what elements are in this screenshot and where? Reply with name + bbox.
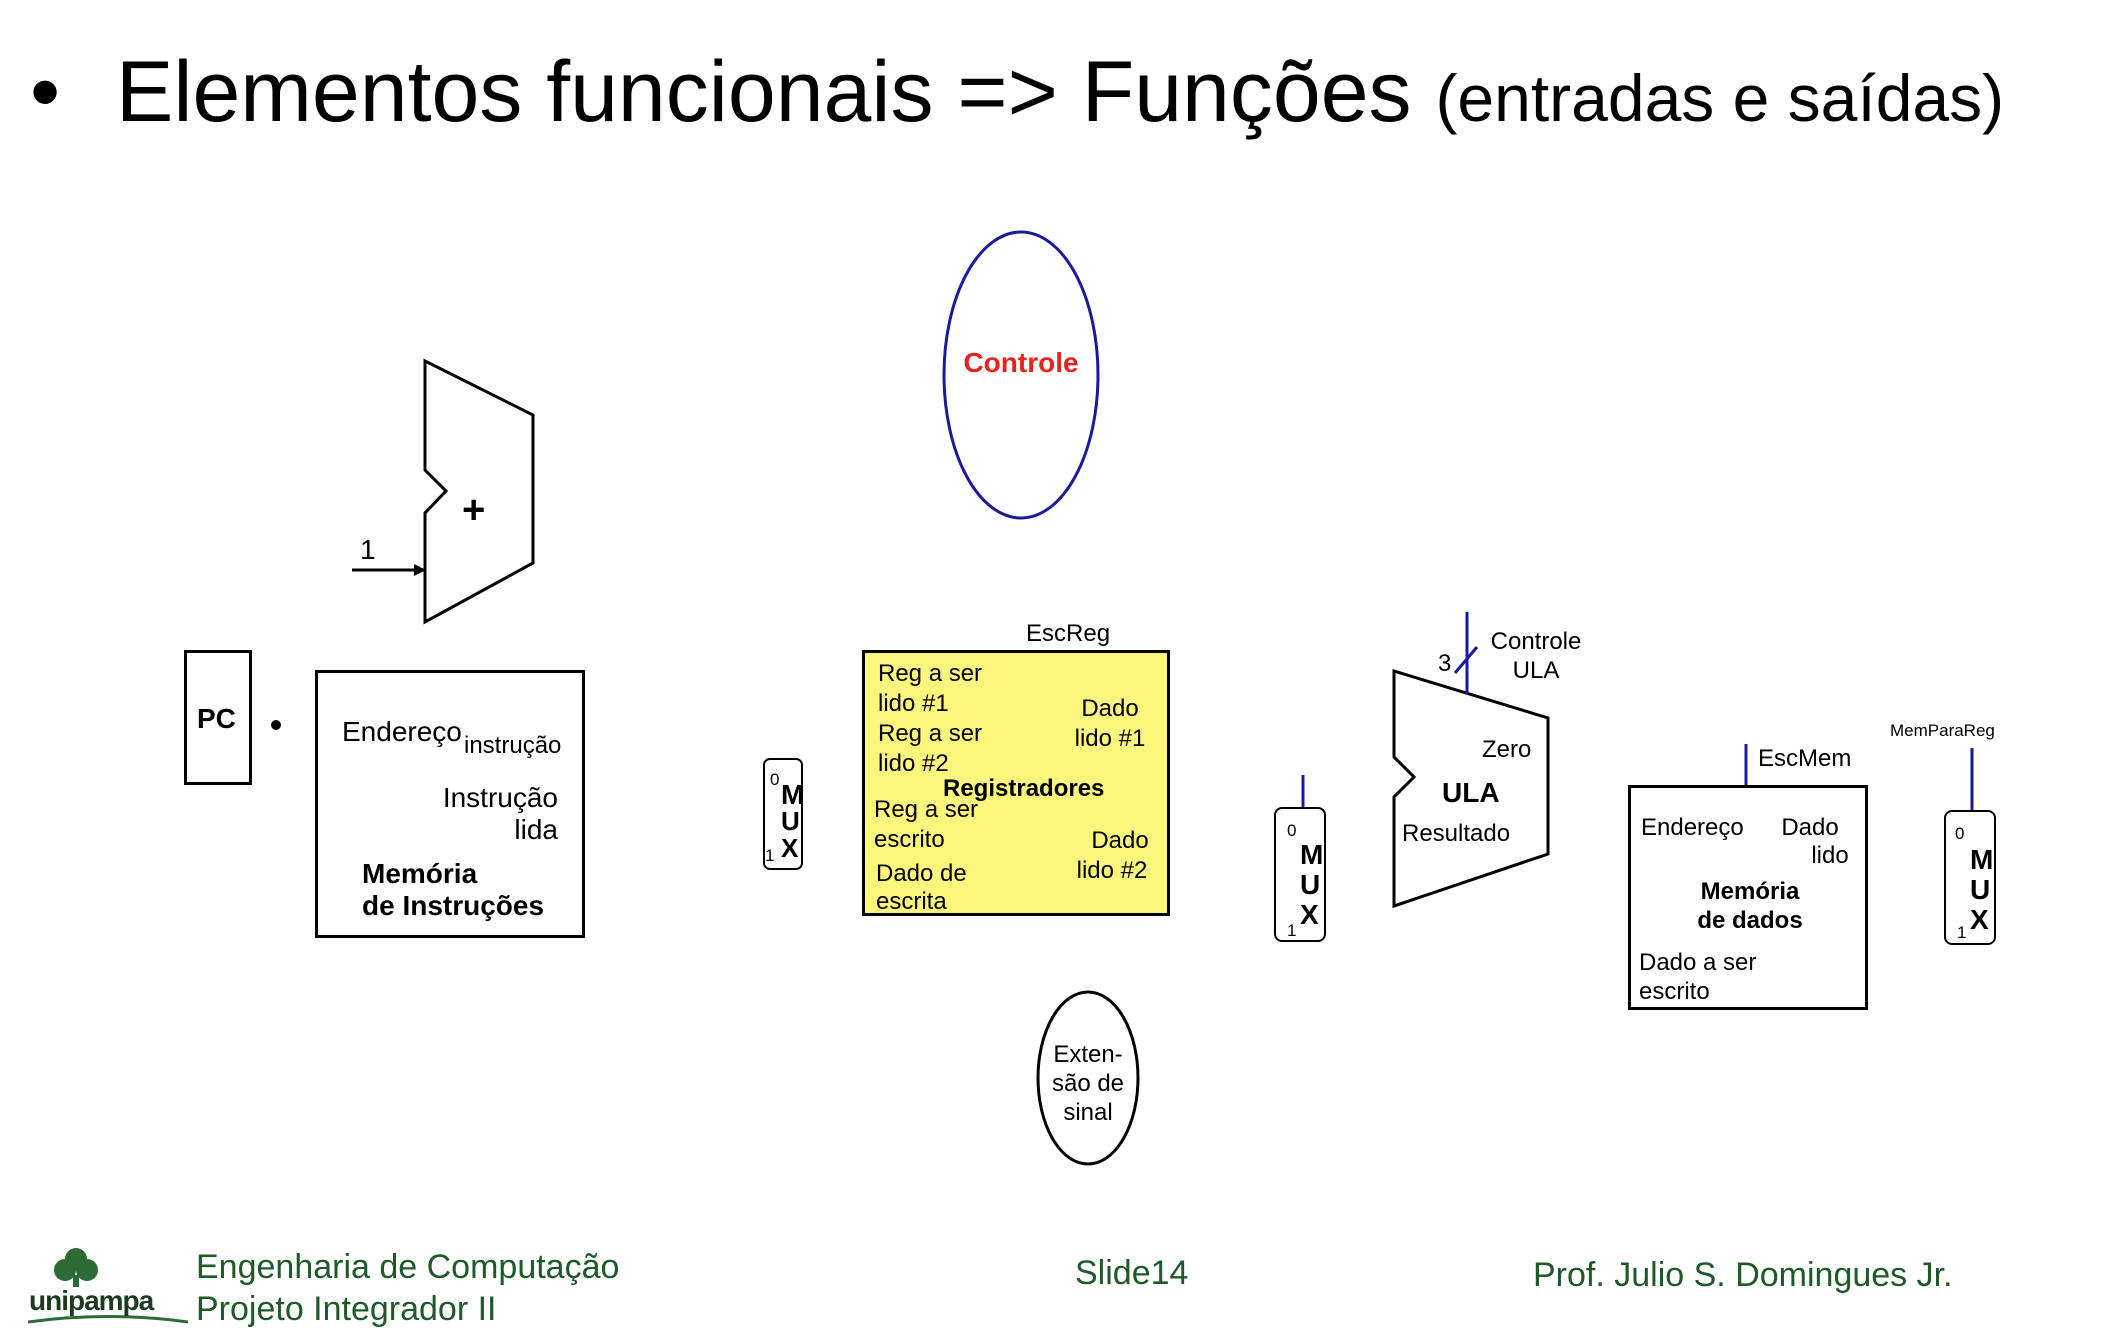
dm-write-data-1: Dado a ser bbox=[1639, 949, 1757, 976]
reg-read2-1: Reg a ser bbox=[878, 720, 983, 747]
footer-course: Engenharia de Computação bbox=[196, 1248, 620, 1286]
im-title-2: de Instruções bbox=[362, 890, 545, 921]
escmem-label: EscMem bbox=[1758, 745, 1852, 772]
control-ellipse bbox=[942, 230, 1100, 520]
mux-3-x: X bbox=[1970, 904, 1989, 935]
pc-register bbox=[184, 650, 252, 785]
mux-2-one: 1 bbox=[1287, 921, 1297, 940]
im-read-instruction-2: lida bbox=[514, 814, 558, 845]
dm-title-1: Memória bbox=[1700, 878, 1800, 905]
control-label: Controle bbox=[963, 347, 1079, 378]
memparareg-label: MemParaReg bbox=[1890, 721, 1995, 740]
reg-write-data-1: Dado de bbox=[876, 860, 967, 887]
reg-write-2: escrito bbox=[874, 826, 945, 853]
mux-1 bbox=[763, 758, 803, 870]
footer-slide: Slide14 bbox=[1075, 1254, 1189, 1292]
slide-title: • Elementos funcionais => Funções (entrad… bbox=[30, 42, 2004, 148]
alu-control-slash bbox=[1453, 646, 1479, 674]
registers-title: Registradores bbox=[943, 775, 1105, 802]
mux-3-u: U bbox=[1970, 874, 1991, 905]
sign-extend-1: Exten- bbox=[1053, 1041, 1123, 1068]
data-memory-box bbox=[1628, 785, 1868, 1010]
dm-read-data-2: lido bbox=[1811, 842, 1849, 869]
mux-1-u: U bbox=[781, 806, 800, 836]
alu-title: ULA bbox=[1442, 777, 1500, 808]
mux-3-one: 1 bbox=[1957, 923, 1967, 942]
mux-1-zero: 0 bbox=[770, 770, 780, 789]
reg-read-data2-1: Dado bbox=[1091, 827, 1149, 854]
sign-extend-2: são de bbox=[1051, 1070, 1125, 1097]
reg-write-1: Reg a ser bbox=[874, 796, 979, 823]
mux-2-u: U bbox=[1300, 869, 1321, 900]
pc-label: PC bbox=[197, 703, 236, 734]
adder-constant: 1 bbox=[360, 534, 376, 565]
reg-read-data2-2: lido #2 bbox=[1076, 857, 1148, 884]
alu-shape bbox=[1392, 668, 1550, 909]
im-title-1: Memória bbox=[362, 858, 478, 889]
alu-control-1: Controle bbox=[1490, 628, 1582, 655]
footer-discipline: Projeto Integrador II bbox=[196, 1290, 497, 1328]
footer-professor: Prof. Julio S. Domingues Jr. bbox=[1533, 1256, 1953, 1294]
im-instruction-label: instrução bbox=[464, 732, 562, 759]
sign-extend-3: sinal bbox=[1063, 1099, 1113, 1126]
adder-symbol: + bbox=[462, 488, 486, 532]
mux-1-one: 1 bbox=[765, 846, 775, 865]
logo-text: unipampa bbox=[29, 1285, 154, 1316]
mux-2-zero: 0 bbox=[1287, 821, 1297, 840]
unipampa-logo: unipampa bbox=[28, 1245, 188, 1324]
mux-2-x: X bbox=[1300, 899, 1319, 930]
title-sub: (entradas e saídas) bbox=[1435, 61, 2005, 135]
dm-read-data-1: Dado bbox=[1781, 814, 1839, 841]
dm-write-data-2: escrito bbox=[1639, 978, 1710, 1005]
reg-read-data1-2: lido #1 bbox=[1074, 725, 1146, 752]
dm-title-2: de dados bbox=[1697, 907, 1803, 934]
alu-control-2: ULA bbox=[1512, 657, 1560, 684]
mux-3-m: M bbox=[1970, 844, 1994, 875]
alu-width: 3 bbox=[1438, 650, 1452, 677]
title-bullet: • bbox=[30, 44, 61, 140]
sign-extend-ellipse bbox=[1036, 990, 1140, 1166]
im-read-instruction-1: Instrução bbox=[442, 782, 558, 813]
mux-3 bbox=[1944, 810, 1996, 945]
reg-read1-2: lido #1 bbox=[878, 690, 949, 717]
mux-2-m: M bbox=[1300, 839, 1324, 870]
title-main: Elementos funcionais => Funções bbox=[116, 44, 1412, 140]
escreg-label: EscReg bbox=[1026, 620, 1111, 647]
reg-read-data1-1: Dado bbox=[1081, 695, 1139, 722]
mux-1-m: M bbox=[781, 779, 805, 810]
logo-tree-icon bbox=[28, 1248, 188, 1324]
alu-zero: Zero bbox=[1482, 736, 1532, 763]
mux-3-zero: 0 bbox=[1955, 824, 1965, 843]
reg-read1-1: Reg a ser bbox=[878, 660, 983, 687]
im-address-label: Endereço bbox=[342, 716, 462, 747]
mux-2 bbox=[1274, 807, 1326, 942]
mux-1-x: X bbox=[781, 833, 799, 863]
instruction-memory-box bbox=[315, 670, 585, 938]
registers-box bbox=[862, 650, 1170, 916]
reg-write-data-2: escrita bbox=[876, 888, 947, 915]
dm-address: Endereço bbox=[1641, 814, 1744, 841]
pc-output-dot bbox=[271, 720, 281, 730]
alu-result: Resultado bbox=[1402, 820, 1511, 847]
reg-read2-2: lido #2 bbox=[878, 750, 949, 777]
